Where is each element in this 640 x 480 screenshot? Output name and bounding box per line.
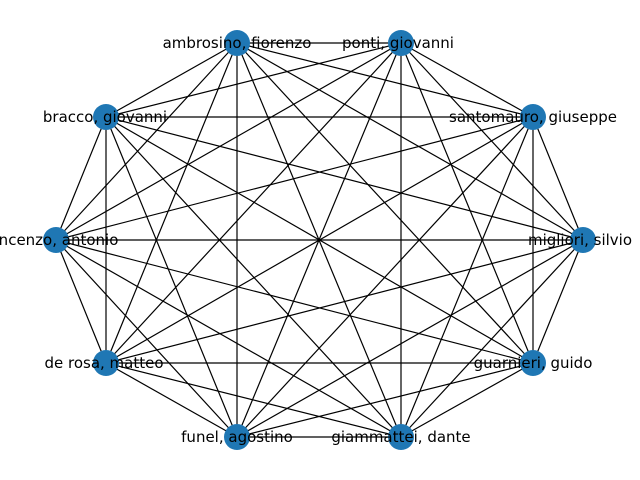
node-label-funel: funel, agostino [181,428,293,446]
edge-funel-derosa [105,362,238,438]
edge-ponti-guarnieri [400,42,534,364]
edge-ponti-migliori [400,42,584,241]
node-label-vincenzo: vincenzo, antonio [0,231,118,249]
edge-giammattei-derosa [105,362,402,438]
node-label-bracco: bracco, giovanni [43,108,167,126]
edge-giammattei-bracco [105,116,402,438]
edge-guarnieri-vincenzo [55,239,534,364]
edge-guarnieri-ambrosino [236,42,534,364]
edge-vincenzo-ambrosino [55,42,238,241]
node-derosa [93,350,119,376]
edge-santomauro-vincenzo [55,116,534,241]
node-guarnieri [520,350,546,376]
edge-migliori-funel [236,239,584,438]
node-label-santomauro: santomauro, giuseppe [449,108,617,126]
node-label-ambrosino: ambrosino, fiorenzo [163,34,312,52]
node-bracco [93,104,119,130]
node-ambrosino [224,30,250,56]
edge-derosa-ambrosino [105,42,238,364]
node-santomauro [520,104,546,130]
label-layer: ponti, giovanni santomauro, giuseppe migli… [0,34,632,446]
node-giammattei [388,424,414,450]
edge-layer [55,42,584,438]
edge-guarnieri-giammattei [400,362,534,438]
edge-migliori-bracco [105,116,584,241]
node-label-giammattei: giammattei, dante [331,428,470,446]
edge-vincenzo-bracco [55,116,107,241]
edge-santomauro-giammattei [400,116,534,438]
edge-santomauro-ambrosino [236,42,534,118]
edge-ponti-santomauro [400,42,534,118]
node-label-migliori: migliori, silvio [528,231,632,249]
edge-santomauro-funel [236,116,534,438]
node-layer [43,30,596,450]
edge-funel-bracco [105,116,238,438]
node-vincenzo [43,227,69,253]
edge-ponti-vincenzo [55,42,402,241]
node-funel [224,424,250,450]
node-label-ponti: ponti, giovanni [342,34,454,52]
edge-giammattei-ambrosino [236,42,402,438]
edge-santomauro-migliori [532,116,584,241]
edge-bracco-ambrosino [105,42,238,118]
edge-migliori-guarnieri [532,239,584,364]
edge-ponti-bracco [105,42,402,118]
node-migliori [570,227,596,253]
edge-ponti-derosa [105,42,402,364]
edge-derosa-vincenzo [55,239,107,364]
edge-migliori-giammattei [400,239,584,438]
edge-migliori-ambrosino [236,42,584,241]
node-label-derosa: de rosa, matteo [44,354,163,372]
edge-funel-vincenzo [55,239,238,438]
edge-giammattei-vincenzo [55,239,402,438]
node-ponti [388,30,414,56]
node-label-guarnieri: guarnieri, guido [474,354,593,372]
